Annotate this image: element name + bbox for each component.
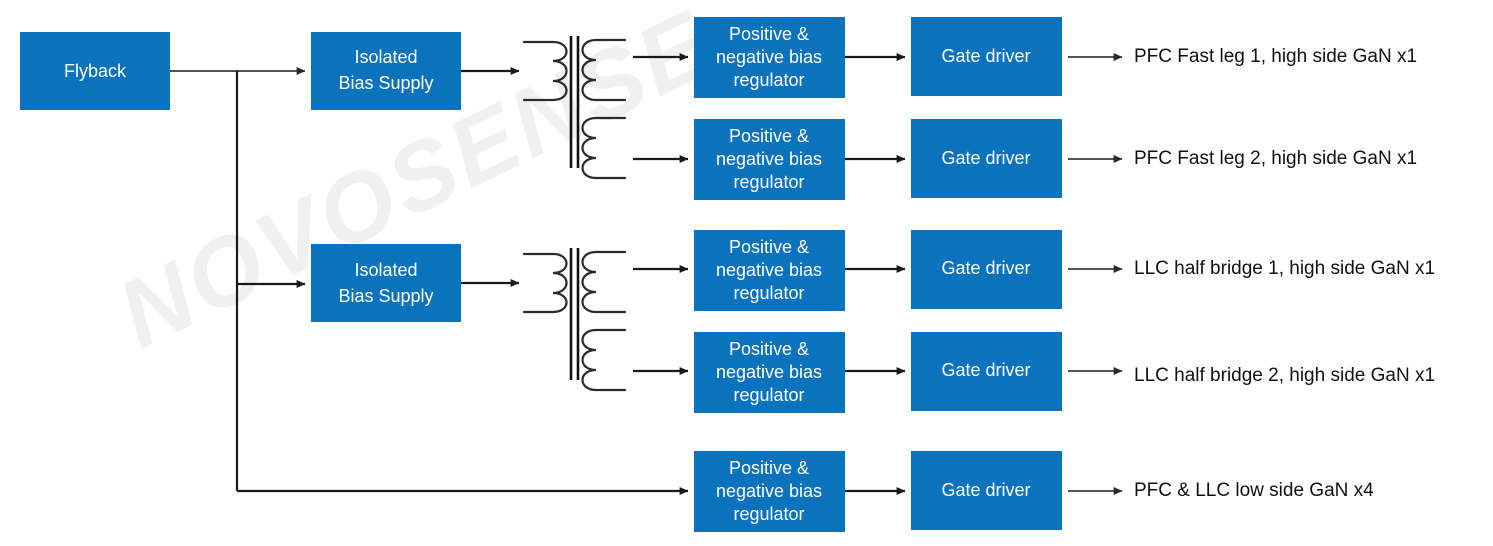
gate-driver-5-rect[interactable]: [911, 451, 1062, 530]
transformer-1: [522, 36, 627, 180]
isolated-supply-2-label-line1: Isolated: [354, 260, 417, 280]
block-gate-driver-4[interactable]: Gate driver: [911, 332, 1062, 411]
transformer-1-secondary2-winding: [581, 116, 598, 180]
gate-driver-2-rect[interactable]: [911, 119, 1062, 198]
regulator-3-label-line1: Positive &: [729, 237, 809, 257]
block-regulator-1[interactable]: Positive & negative bias regulator: [694, 17, 845, 98]
regulator-5-rect[interactable]: [694, 451, 845, 532]
regulator-4-label-line3: regulator: [733, 385, 804, 405]
regulator-5-label-line1: Positive &: [729, 458, 809, 478]
gate-driver-2-label: Gate driver: [941, 148, 1030, 168]
block-regulator-5[interactable]: Positive & negative bias regulator: [694, 451, 845, 532]
regulator-4-label-line1: Positive &: [729, 339, 809, 359]
regulator-1-label-line3: regulator: [733, 70, 804, 90]
block-gate-driver-3[interactable]: Gate driver: [911, 230, 1062, 309]
output-label-2: PFC Fast leg 2, high side GaN x1: [1134, 148, 1417, 169]
flyback-rect[interactable]: [20, 32, 170, 110]
gate-driver-3-label: Gate driver: [941, 258, 1030, 278]
isolated-supply-1-rect[interactable]: [311, 32, 461, 110]
gate-driver-4-rect[interactable]: [911, 332, 1062, 411]
isolated-supply-1-label-line2: Bias Supply: [338, 73, 433, 93]
output-label-3: LLC half bridge 1, high side GaN x1: [1134, 258, 1435, 279]
bus-wires: [170, 67, 689, 495]
transformer-2-primary-winding: [551, 252, 568, 314]
transformer-1-secondary1-winding: [581, 38, 598, 102]
isolated-supply-1-label-line1: Isolated: [354, 47, 417, 67]
regulator-1-label-line2: negative bias: [716, 47, 822, 67]
isolated-supply-2-rect[interactable]: [311, 244, 461, 322]
row-3: Positive & negative bias regulator Gate …: [694, 230, 1435, 311]
output-label-4: LLC half bridge 2, high side GaN x1: [1134, 365, 1435, 386]
regulator-3-rect[interactable]: [694, 230, 845, 311]
output-label-1: PFC Fast leg 1, high side GaN x1: [1134, 46, 1417, 67]
flyback-label: Flyback: [64, 61, 127, 81]
output-label-5: PFC & LLC low side GaN x4: [1134, 480, 1374, 501]
gate-driver-5-label: Gate driver: [941, 480, 1030, 500]
transformer-2: [522, 248, 627, 392]
gate-driver-1-rect[interactable]: [911, 17, 1062, 96]
gate-driver-1-label: Gate driver: [941, 46, 1030, 66]
isolated-supply-2-label-line2: Bias Supply: [338, 286, 433, 306]
regulator-2-label-line2: negative bias: [716, 149, 822, 169]
regulator-1-rect[interactable]: [694, 17, 845, 98]
block-isolated-bias-supply-2[interactable]: Isolated Bias Supply: [311, 244, 461, 322]
regulator-5-label-line2: negative bias: [716, 481, 822, 501]
regulator-2-label-line3: regulator: [733, 172, 804, 192]
block-gate-driver-5[interactable]: Gate driver: [911, 451, 1062, 530]
block-regulator-4[interactable]: Positive & negative bias regulator: [694, 332, 845, 413]
regulator-4-rect[interactable]: [694, 332, 845, 413]
regulator-1-label-line1: Positive &: [729, 24, 809, 44]
row-2: Positive & negative bias regulator Gate …: [694, 119, 1417, 200]
regulator-2-label-line1: Positive &: [729, 126, 809, 146]
transformer-2-secondary2-winding: [581, 328, 598, 392]
regulator-2-rect[interactable]: [694, 119, 845, 200]
row-1: Positive & negative bias regulator Gate …: [694, 17, 1417, 98]
regulator-5-label-line3: regulator: [733, 504, 804, 524]
gate-driver-4-label: Gate driver: [941, 360, 1030, 380]
row-5: Positive & negative bias regulator Gate …: [694, 451, 1374, 532]
row-4: Positive & negative bias regulator Gate …: [694, 332, 1435, 413]
regulator-3-label-line2: negative bias: [716, 260, 822, 280]
gate-driver-3-rect[interactable]: [911, 230, 1062, 309]
block-isolated-bias-supply-1[interactable]: Isolated Bias Supply: [311, 32, 461, 110]
block-flyback[interactable]: Flyback: [20, 32, 170, 110]
regulator-3-label-line3: regulator: [733, 283, 804, 303]
block-regulator-3[interactable]: Positive & negative bias regulator: [694, 230, 845, 311]
transformer-2-secondary1-winding: [581, 250, 598, 314]
regulator-4-label-line2: negative bias: [716, 362, 822, 382]
transformer-1-primary-winding: [551, 40, 568, 102]
block-regulator-2[interactable]: Positive & negative bias regulator: [694, 119, 845, 200]
block-gate-driver-1[interactable]: Gate driver: [911, 17, 1062, 96]
block-gate-driver-2[interactable]: Gate driver: [911, 119, 1062, 198]
